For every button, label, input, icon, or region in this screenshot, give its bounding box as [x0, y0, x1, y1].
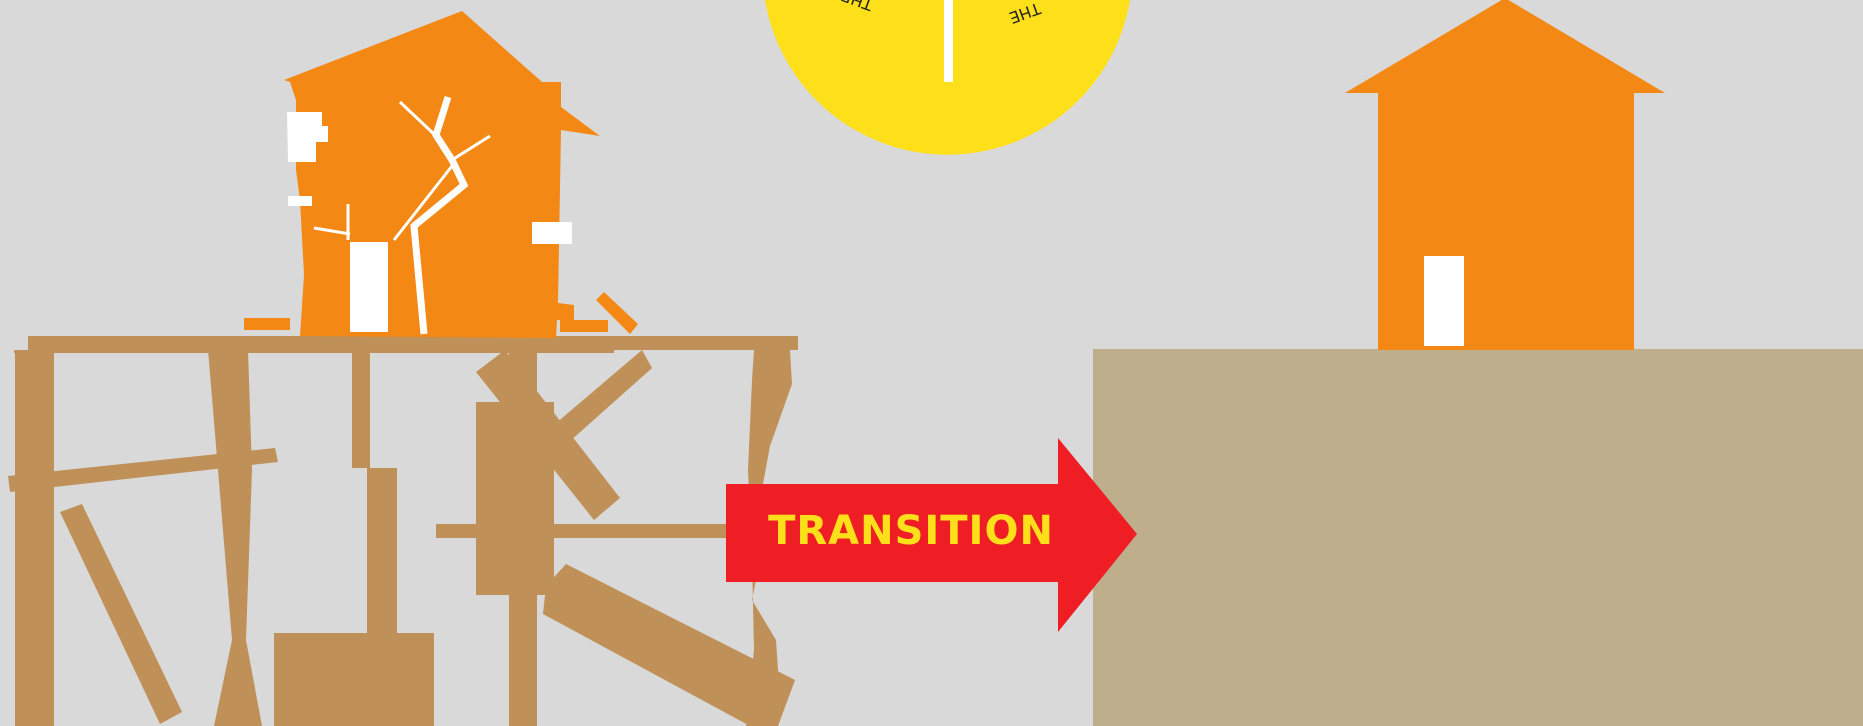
scaffold-center-post-lower: [367, 468, 397, 633]
scaffold-x-brace-2: [548, 350, 652, 450]
crumbling-house-shard-1: [596, 292, 638, 334]
scaffold-left-post: [15, 350, 54, 726]
scaffold-fallen-plank: [543, 564, 795, 726]
crumbling-house-shard-3: [244, 318, 290, 330]
crumbling-house: [244, 11, 638, 338]
solid-ground: [1093, 349, 1863, 726]
crumbling-house-body: [284, 11, 600, 338]
stable-house-door: [1424, 256, 1464, 346]
crumbling-house-shard-2: [560, 320, 608, 332]
transition-arrow-shape: [726, 438, 1137, 632]
crumbling-house-window-1: [287, 112, 328, 162]
crumbling-house-window-3: [532, 222, 572, 244]
crumbling-house-window-2: [288, 196, 312, 206]
scaffold-box: [274, 633, 434, 726]
scaffold-long-beam: [436, 524, 736, 538]
scaffold-top-beam: [28, 336, 798, 350]
scaffold-left-brace: [8, 448, 278, 492]
wood-scaffolding: [8, 336, 798, 726]
sun: THE THE: [765, 0, 1130, 155]
crumbling-house-door: [350, 242, 388, 332]
scaffold-wavy-post: [208, 350, 262, 726]
stable-house: [1345, 0, 1665, 350]
scaffold-center-post: [352, 350, 370, 468]
sun-divider: [944, 0, 953, 82]
stable-house-roof: [1345, 0, 1665, 93]
scaffold-right-post: [746, 350, 792, 726]
stable-house-body: [1378, 90, 1634, 350]
transition-arrow: TRANSITION: [726, 438, 1137, 632]
scaffold-top-beam-left: [14, 350, 614, 353]
transition-label: TRANSITION: [768, 508, 1054, 554]
scaffold-diagonal-plank: [60, 504, 182, 724]
scaffold-x-brace-1: [476, 350, 620, 520]
house-crack: [313, 95, 491, 335]
